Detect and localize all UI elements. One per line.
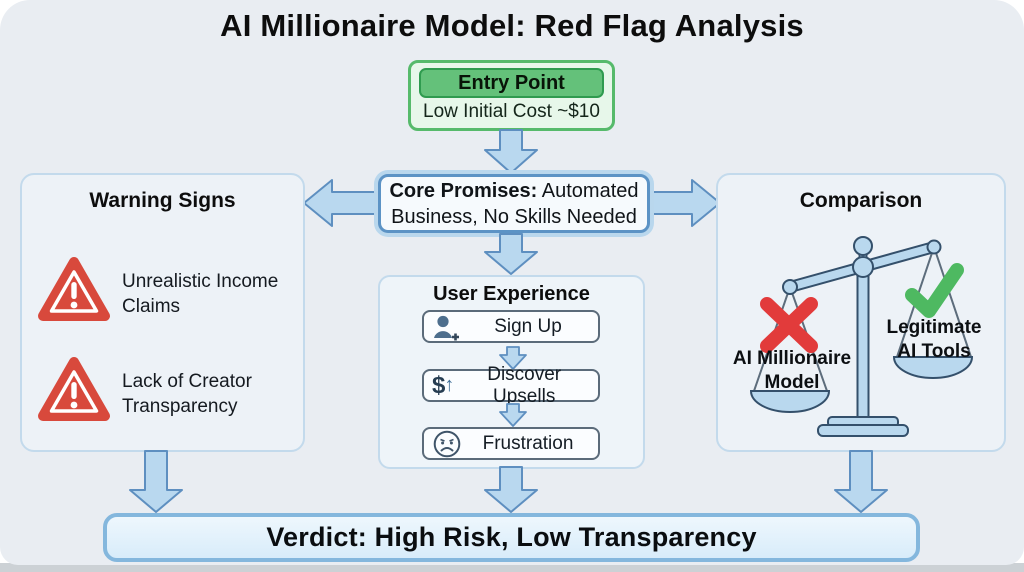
down-arrow-icon xyxy=(128,450,184,513)
core-promises-bold: Core Promises: xyxy=(389,179,538,202)
step-label: Frustration xyxy=(482,432,574,454)
step-sign-up: Sign Up xyxy=(422,310,600,343)
warning-triangle-icon xyxy=(37,255,111,329)
step-discover-upsells: $↑ Discover Upsells xyxy=(422,364,600,407)
page-title: AI Millionaire Model: Red Flag Analysis xyxy=(220,8,804,43)
sad-face-icon xyxy=(432,429,462,459)
left-arrow-icon xyxy=(302,178,380,228)
right-arrow-icon xyxy=(644,178,722,228)
warning-item-label: Unrealistic Income Claims xyxy=(122,271,279,317)
step-frustration: Frustration xyxy=(422,427,600,460)
balance-scale-icon xyxy=(718,175,1004,450)
step-label: Discover Upsells xyxy=(487,363,562,407)
entry-point-header: Entry Point xyxy=(419,68,604,98)
comparison-panel: Comparison xyxy=(716,173,1006,452)
down-arrow-icon xyxy=(833,450,889,513)
step-label: Sign Up xyxy=(494,315,562,337)
down-arrow-icon xyxy=(483,233,539,275)
bottom-band xyxy=(0,563,1024,572)
user-experience-title: User Experience xyxy=(433,283,590,305)
dollar-up-arrow-icon: $↑ xyxy=(432,371,455,399)
comparison-title: Comparison xyxy=(799,189,923,212)
warning-item-label: Lack of Creator Transparency xyxy=(122,371,252,417)
down-arrow-icon xyxy=(495,403,531,427)
person-add-icon xyxy=(432,313,462,341)
down-arrow-icon xyxy=(483,129,539,174)
core-promises-text: Core Promises: Automated Business, No Sk… xyxy=(387,178,641,230)
core-promises-rest: Automated Business, No Skills Needed xyxy=(391,179,639,228)
core-promises-box: Core Promises: Automated Business, No Sk… xyxy=(378,174,650,233)
warning-signs-panel: Warning Signs Unrealistic Income Claims xyxy=(20,173,305,452)
comparison-left-label: AI Millionaire Model xyxy=(732,348,852,393)
entry-point-detail: Low Initial Cost ~$10 xyxy=(423,101,600,122)
comparison-right-label: Legitimate AI Tools xyxy=(886,317,982,362)
down-arrow-icon xyxy=(483,466,539,513)
down-arrow-icon xyxy=(495,346,531,370)
entry-point-box: Entry Point Low Initial Cost ~$10 xyxy=(408,60,615,131)
warning-signs-title: Warning Signs xyxy=(89,189,236,212)
warning-triangle-icon xyxy=(37,355,111,429)
green-check-icon xyxy=(905,263,964,318)
user-experience-box: User Experience Sign Up $↑ Dis xyxy=(378,275,645,469)
verdict-banner: Verdict: High Risk, Low Transparency xyxy=(103,513,920,562)
red-x-icon xyxy=(760,297,818,353)
